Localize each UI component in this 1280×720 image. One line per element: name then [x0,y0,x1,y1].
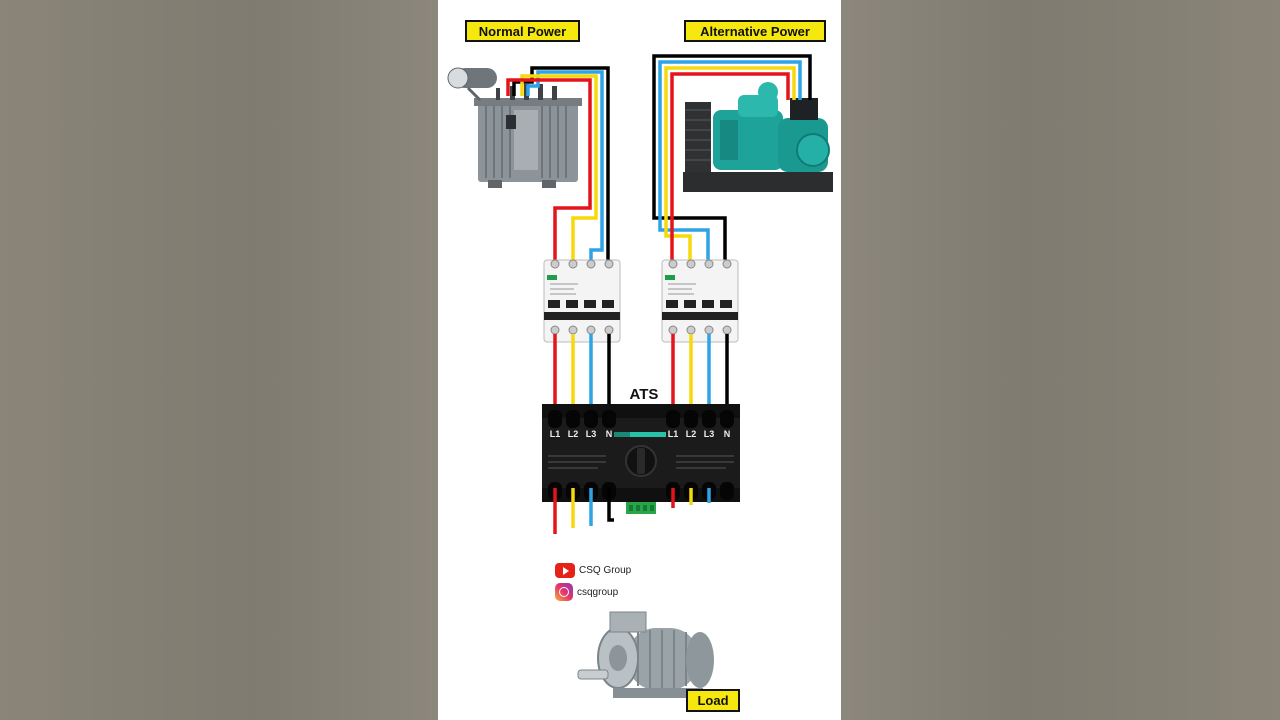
diagram-canvas: Normal Power Alternative Power ATS Load … [438,0,841,720]
wiring-diagram [447,54,833,698]
instagram-handle: csqgroup [577,586,619,598]
ats-label: ATS [629,386,659,403]
normal-power-label: Normal Power [465,20,580,42]
breaker-icon [543,259,621,343]
youtube-icon [555,563,575,578]
breaker-icon [661,259,739,343]
alternative-power-wires [652,54,812,264]
ats-terminal-label: N [723,429,731,439]
alternative-power-label: Alternative Power [684,20,826,42]
generator-icon [683,82,833,192]
ats-terminal-label: N [605,429,613,439]
ats-terminal-label: L2 [685,429,697,439]
ats-terminal-label: L3 [703,429,715,439]
ats-terminal-label: L2 [567,429,579,439]
youtube-channel-name: CSQ Group [579,565,632,576]
transformer-icon [447,67,582,188]
ats-output-wires [553,488,711,534]
youtube-link[interactable]: CSQ Group [555,563,631,578]
ats-terminal-label: L3 [585,429,597,439]
motor-icon [577,611,714,698]
ats-terminal-label: L1 [667,429,679,439]
ats-terminal-label: L1 [549,429,561,439]
load-label: Load [686,689,740,712]
instagram-link[interactable]: csqgroup [555,583,618,601]
instagram-icon [555,583,573,601]
normal-power-wires [506,66,610,264]
